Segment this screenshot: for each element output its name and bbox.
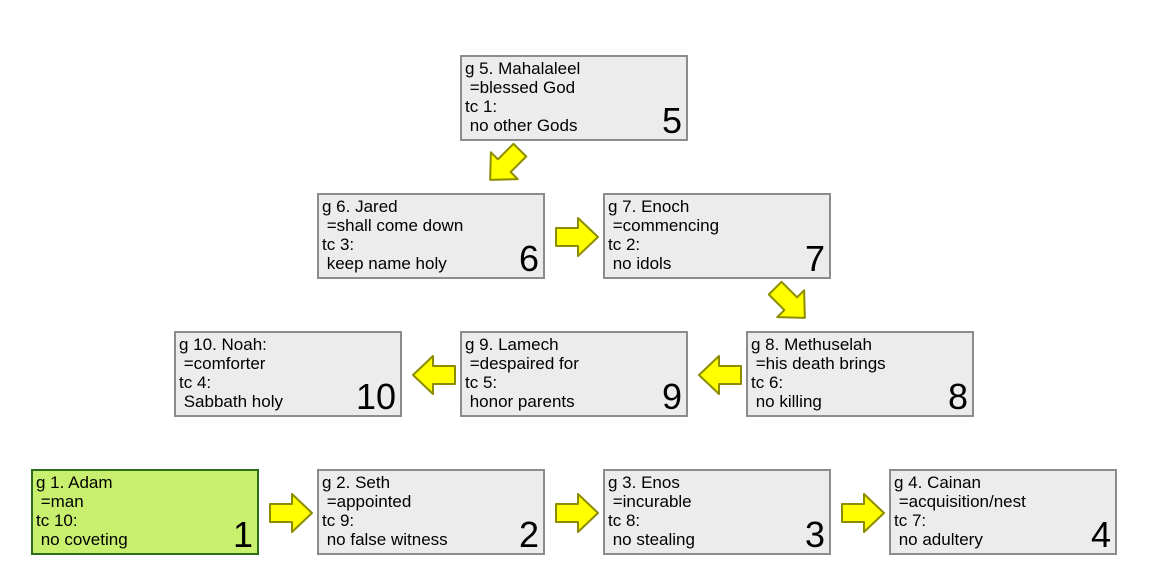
node-commandment: no other Gods [465, 116, 578, 135]
node-meaning: =blessed God [465, 78, 576, 97]
node-meaning: =man [36, 492, 84, 511]
node-tc: tc 6: [751, 373, 784, 392]
node-tc: tc 10: [36, 511, 78, 530]
node-generation: g 10. Noah: [179, 335, 267, 354]
node-meaning: =acquisition/nest [894, 492, 1026, 511]
node-generation: g 9. Lamech [465, 335, 559, 354]
node-cainan: g 4. Cainan =acquisition/nest tc 7: no a… [889, 469, 1117, 555]
node-number: 7 [804, 238, 825, 279]
node-jared: g 6. Jared =shall come down tc 3: keep n… [317, 193, 545, 279]
node-commandment: no stealing [608, 530, 695, 549]
node-tc: tc 4: [179, 373, 212, 392]
node-number: 9 [661, 376, 682, 417]
node-tc: tc 5: [465, 373, 498, 392]
node-lamech: g 9. Lamech =despaired for tc 5: honor p… [460, 331, 688, 417]
node-number: 8 [947, 376, 968, 417]
node-number: 6 [518, 238, 539, 279]
node-number: 3 [804, 514, 825, 555]
node-mahalaleel: g 5. Mahalaleel =blessed God tc 1: no ot… [460, 55, 688, 141]
arrow-right-icon [266, 488, 316, 538]
node-adam: g 1. Adam =man tc 10: no coveting 1 [31, 469, 259, 555]
node-commandment: honor parents [465, 392, 575, 411]
node-generation: g 7. Enoch [608, 197, 690, 216]
node-generation: g 6. Jared [322, 197, 398, 216]
arrow-left-icon [409, 350, 459, 400]
node-generation: g 4. Cainan [894, 473, 981, 492]
node-commandment: Sabbath holy [179, 392, 283, 411]
arrow-down-right-icon [755, 268, 826, 339]
node-commandment: keep name holy [322, 254, 447, 273]
node-noah: g 10. Noah: =comforter tc 4: Sabbath hol… [174, 331, 402, 417]
node-enoch: g 7. Enoch =commencing tc 2: no idols 7 [603, 193, 831, 279]
node-tc: tc 2: [608, 235, 641, 254]
arrow-right-icon [552, 488, 602, 538]
node-tc: tc 7: [894, 511, 927, 530]
node-meaning: =commencing [608, 216, 720, 235]
node-generation: g 5. Mahalaleel [465, 59, 581, 78]
node-number: 4 [1090, 514, 1111, 555]
arrow-right-icon [552, 212, 602, 262]
node-tc: tc 1: [465, 97, 498, 116]
node-tc: tc 8: [608, 511, 641, 530]
node-seth: g 2. Seth =appointed tc 9: no false witn… [317, 469, 545, 555]
node-number: 1 [232, 514, 253, 555]
node-commandment: no killing [751, 392, 822, 411]
node-generation: g 3. Enos [608, 473, 680, 492]
node-meaning: =comforter [179, 354, 266, 373]
node-meaning: =appointed [322, 492, 412, 511]
node-methuselah: g 8. Methuselah =his death brings tc 6: … [746, 331, 974, 417]
node-generation: g 1. Adam [36, 473, 113, 492]
node-tc: tc 3: [322, 235, 355, 254]
node-number: 5 [661, 100, 682, 141]
node-tc: tc 9: [322, 511, 355, 530]
arrow-right-icon [838, 488, 888, 538]
arrow-down-left-icon [470, 130, 541, 201]
node-commandment: no false witness [322, 530, 448, 549]
node-enos: g 3. Enos =incurable tc 8: no stealing 3 [603, 469, 831, 555]
node-meaning: =his death brings [751, 354, 886, 373]
node-generation: g 8. Methuselah [751, 335, 872, 354]
node-commandment: no idols [608, 254, 672, 273]
node-meaning: =incurable [608, 492, 692, 511]
node-number: 2 [518, 514, 539, 555]
node-meaning: =shall come down [322, 216, 464, 235]
node-meaning: =despaired for [465, 354, 579, 373]
node-commandment: no adultery [894, 530, 983, 549]
arrow-left-icon [695, 350, 745, 400]
node-generation: g 2. Seth [322, 473, 391, 492]
node-commandment: no coveting [36, 530, 128, 549]
node-number: 10 [355, 376, 396, 417]
